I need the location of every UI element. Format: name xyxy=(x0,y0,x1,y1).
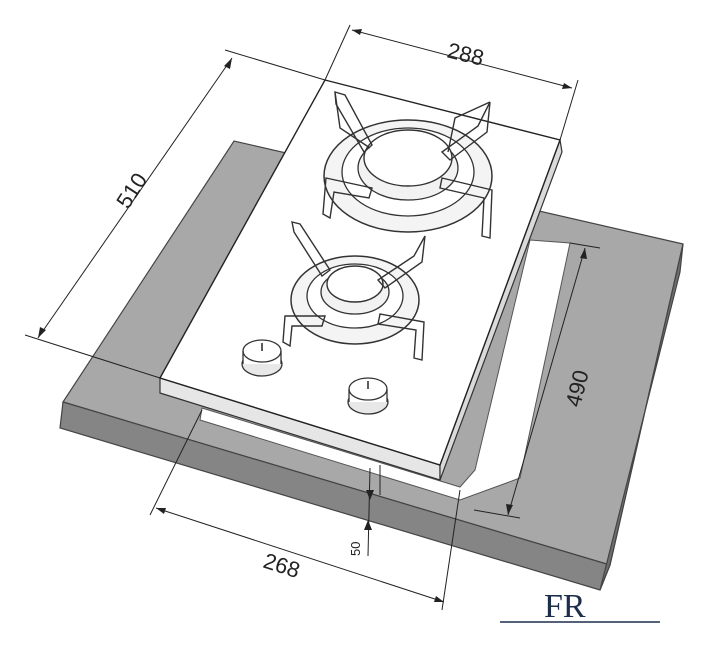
dim-490-arrow-b xyxy=(506,504,513,515)
brand-logo-text: FR xyxy=(544,588,586,625)
dimension-arrows xyxy=(38,29,587,602)
dim-510-arrow-b xyxy=(38,327,46,338)
burner-small xyxy=(290,255,420,345)
brand-logo: FR xyxy=(500,588,660,625)
dim-268-line xyxy=(155,507,445,603)
grate-small-arm-nw xyxy=(291,221,331,278)
dim-288-arrow-a xyxy=(352,29,362,35)
small-burner-cap xyxy=(326,265,384,303)
dimension-lines xyxy=(24,24,601,611)
dim-510-line xyxy=(37,57,233,339)
countertop-right-edge xyxy=(599,243,684,591)
knob-left xyxy=(241,339,283,377)
grate-large-arm-sw xyxy=(322,177,373,220)
dim-height-label: 50 xyxy=(348,542,363,556)
burner-large xyxy=(323,119,493,233)
grate-large-nw-hook xyxy=(334,91,371,149)
dim-510-ext-top xyxy=(224,49,326,81)
dim-268-ext-right xyxy=(441,489,461,611)
dim-288-line xyxy=(351,29,573,89)
dim-288-ext-right xyxy=(559,79,579,141)
large-burner-cap xyxy=(363,129,453,187)
dim-490-ext-top xyxy=(569,242,601,249)
dim-288-ext-left xyxy=(324,24,351,81)
dim-depth-label: 510 xyxy=(111,168,152,212)
knob-right xyxy=(347,377,389,415)
dim-490-line xyxy=(507,247,586,516)
dim-268-arrow-b xyxy=(434,596,444,602)
dim-268-ext-left xyxy=(149,409,203,516)
dim-490-arrow-a xyxy=(580,248,587,259)
grate-small-arm-se xyxy=(377,313,425,361)
grate-large-ne-hook xyxy=(447,101,491,153)
dim-510-arrow-a xyxy=(224,58,232,69)
grate-large-arm-se xyxy=(439,177,493,239)
dim-268-arrow-a xyxy=(156,508,166,514)
dim-50-line xyxy=(367,467,371,557)
dim-510-ext-bottom xyxy=(24,334,161,379)
dim-cutout-width-label: 268 xyxy=(260,548,303,583)
grate-large xyxy=(322,91,493,239)
dim-50-arrow-a xyxy=(366,490,374,500)
dim-490-ext-bottom xyxy=(473,509,521,519)
grate-small-arm-sw xyxy=(282,315,326,348)
grate-small xyxy=(282,221,426,361)
dim-288-arrow-b xyxy=(562,83,572,89)
dim-width-label: 288 xyxy=(445,38,487,71)
grate-large-arm-ne xyxy=(440,101,491,161)
grate-small-arm-ne xyxy=(376,235,426,289)
dim-50-arrow-b xyxy=(364,520,372,530)
